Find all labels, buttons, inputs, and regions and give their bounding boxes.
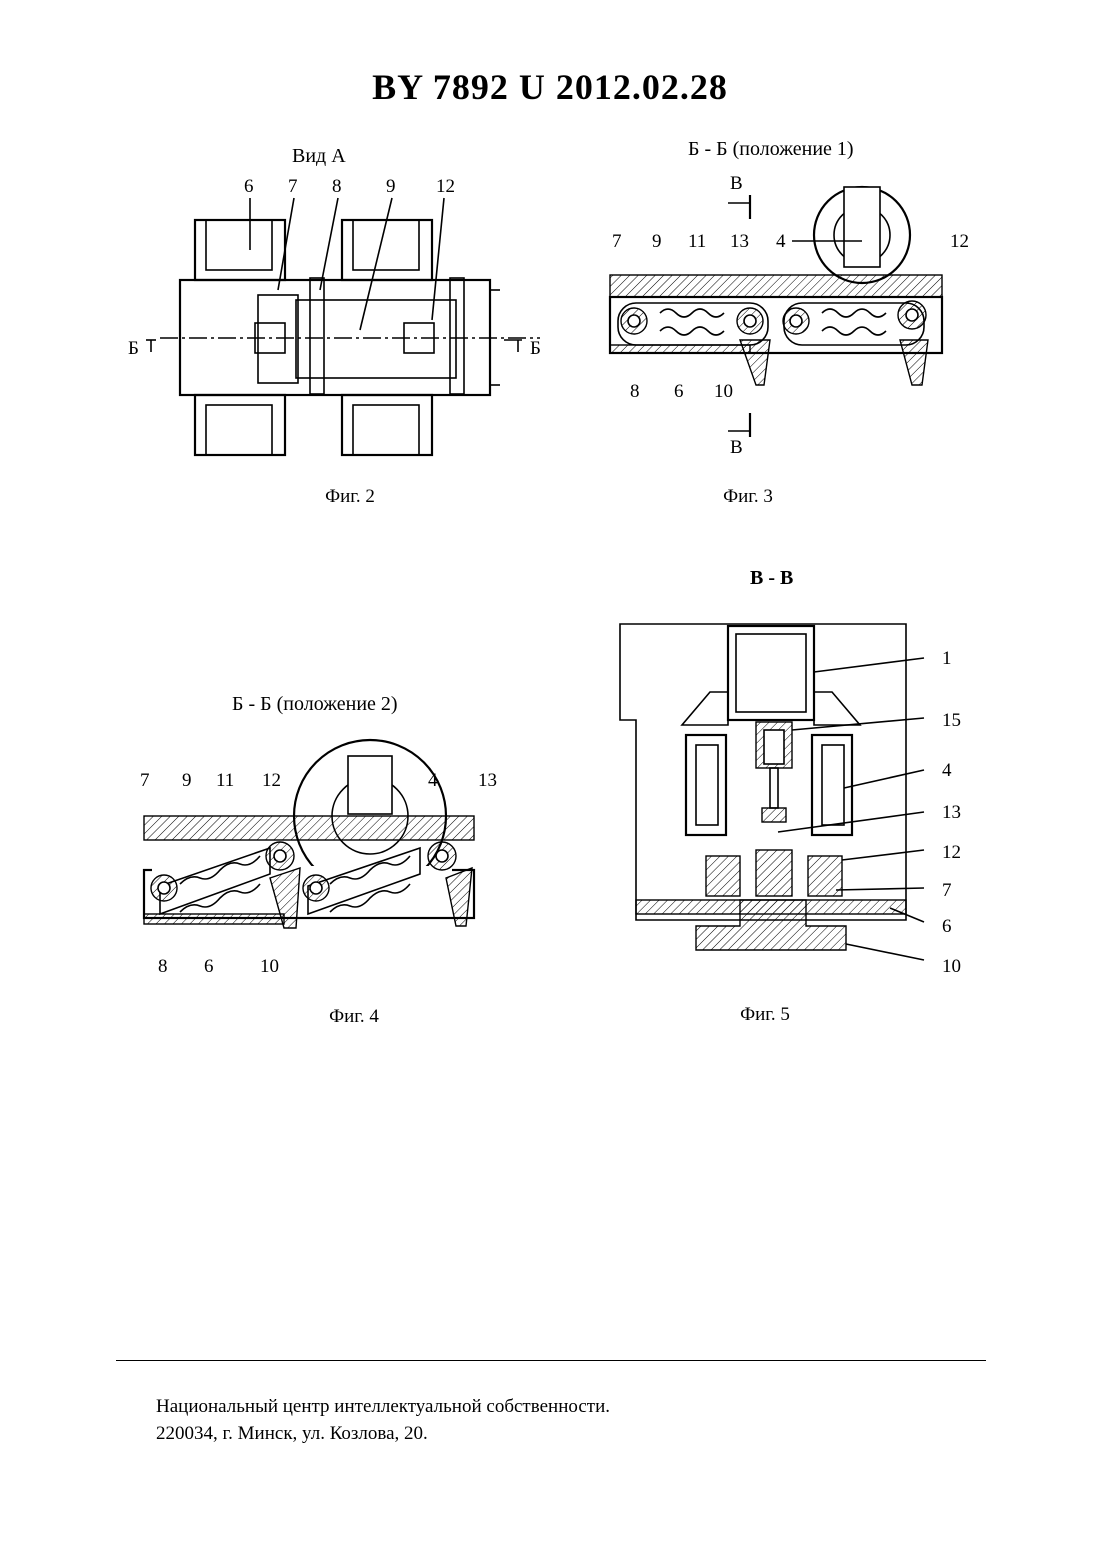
fig2-upper-blocks bbox=[195, 220, 432, 280]
figure-4: Б - Б (положение 2) 7 9 11 12 4 13 bbox=[120, 688, 520, 1028]
fig3-section-top: В bbox=[730, 173, 743, 194]
fig3-callout-10: 10 bbox=[714, 381, 733, 402]
fig3-callout-6: 6 bbox=[674, 381, 684, 402]
fig3-section-bottom: В bbox=[730, 437, 743, 458]
fig2-callout-7: 7 bbox=[288, 176, 298, 197]
fig5-callout-4: 4 bbox=[942, 760, 952, 781]
fig4-callout-10: 10 bbox=[260, 956, 279, 977]
fig3-caption: Фиг. 3 bbox=[648, 486, 848, 508]
fig4-lower-assembly bbox=[144, 842, 474, 928]
fig4-title: Б - Б (положение 2) bbox=[232, 693, 398, 715]
figure-5: В - В bbox=[600, 560, 1000, 1030]
fig2-lower-blocks bbox=[195, 395, 432, 455]
fig2-middle-body bbox=[160, 278, 540, 395]
fig5-lower-blocks bbox=[706, 850, 842, 896]
fig5-callout-7: 7 bbox=[942, 880, 952, 901]
fig2-callout-6: 6 bbox=[244, 176, 254, 197]
figure-3-drawing: Б - Б (положение 1) В 7 9 11 13 4 12 bbox=[600, 135, 1000, 475]
fig3-callout-13: 13 bbox=[730, 231, 749, 252]
fig5-callout-15: 15 bbox=[942, 710, 961, 731]
fig3-top-beam bbox=[610, 275, 942, 297]
fig5-title: В - В bbox=[750, 567, 793, 589]
fig4-callout-12: 12 bbox=[262, 770, 281, 791]
fig2-callout-12: 12 bbox=[436, 176, 455, 197]
fig5-callout-13: 13 bbox=[942, 802, 961, 823]
fig3-callout-12: 12 bbox=[950, 231, 969, 252]
figure-2-drawing: Вид А 6 7 8 9 12 bbox=[120, 140, 580, 470]
fig2-callout-9: 9 bbox=[386, 176, 396, 197]
fig4-callout-13: 13 bbox=[478, 770, 497, 791]
fig3-callout-9: 9 bbox=[652, 231, 662, 252]
fig4-callout-8: 8 bbox=[158, 956, 168, 977]
fig2-leaders bbox=[250, 198, 444, 330]
fig3-title: Б - Б (положение 1) bbox=[688, 138, 854, 160]
fig5-callout-10: 10 bbox=[942, 956, 961, 977]
fig3-callout-11: 11 bbox=[688, 231, 706, 252]
fig4-top-beam bbox=[144, 816, 474, 840]
figure-3: Б - Б (положение 1) В 7 9 11 13 4 12 bbox=[600, 135, 1000, 475]
fig4-callout-7: 7 bbox=[140, 770, 150, 791]
fig5-caption: Фиг. 5 bbox=[665, 1004, 865, 1026]
fig2-callout-8: 8 bbox=[332, 176, 342, 197]
footer-line-1: Национальный центр интеллектуальной собс… bbox=[156, 1393, 610, 1420]
fig3-wheel bbox=[792, 187, 910, 283]
patent-header: BY 7892 U 2012.02.28 bbox=[0, 66, 1100, 108]
fig2-title: Вид А bbox=[292, 145, 346, 167]
fig4-callout-6: 6 bbox=[204, 956, 214, 977]
fig3-callout-8: 8 bbox=[630, 381, 640, 402]
fig5-callout-6: 6 bbox=[942, 916, 952, 937]
fig3-callout-4: 4 bbox=[776, 231, 786, 252]
figure-2: Вид А 6 7 8 9 12 bbox=[120, 140, 580, 470]
fig5-tube bbox=[728, 626, 814, 720]
fig2-caption: Фиг. 2 bbox=[250, 486, 450, 508]
fig2-section-left: Б bbox=[128, 338, 139, 359]
fig5-callout-1: 1 bbox=[942, 648, 952, 669]
footer-line-2: 220034, г. Минск, ул. Козлова, 20. bbox=[156, 1420, 610, 1447]
fig2-section-right: Б bbox=[530, 338, 541, 359]
fig5-callout-12: 12 bbox=[942, 842, 961, 863]
footer: Национальный центр интеллектуальной собс… bbox=[156, 1393, 610, 1447]
figure-5-drawing: В - В bbox=[600, 560, 1000, 1030]
fig4-callout-9: 9 bbox=[182, 770, 192, 791]
figure-4-drawing: Б - Б (положение 2) 7 9 11 12 4 13 bbox=[120, 688, 520, 1028]
fig4-callout-11: 11 bbox=[216, 770, 234, 791]
fig3-callout-7: 7 bbox=[612, 231, 622, 252]
fig3-lower-assembly bbox=[610, 297, 942, 385]
fig4-caption: Фиг. 4 bbox=[254, 1006, 454, 1028]
footer-divider bbox=[116, 1360, 986, 1361]
